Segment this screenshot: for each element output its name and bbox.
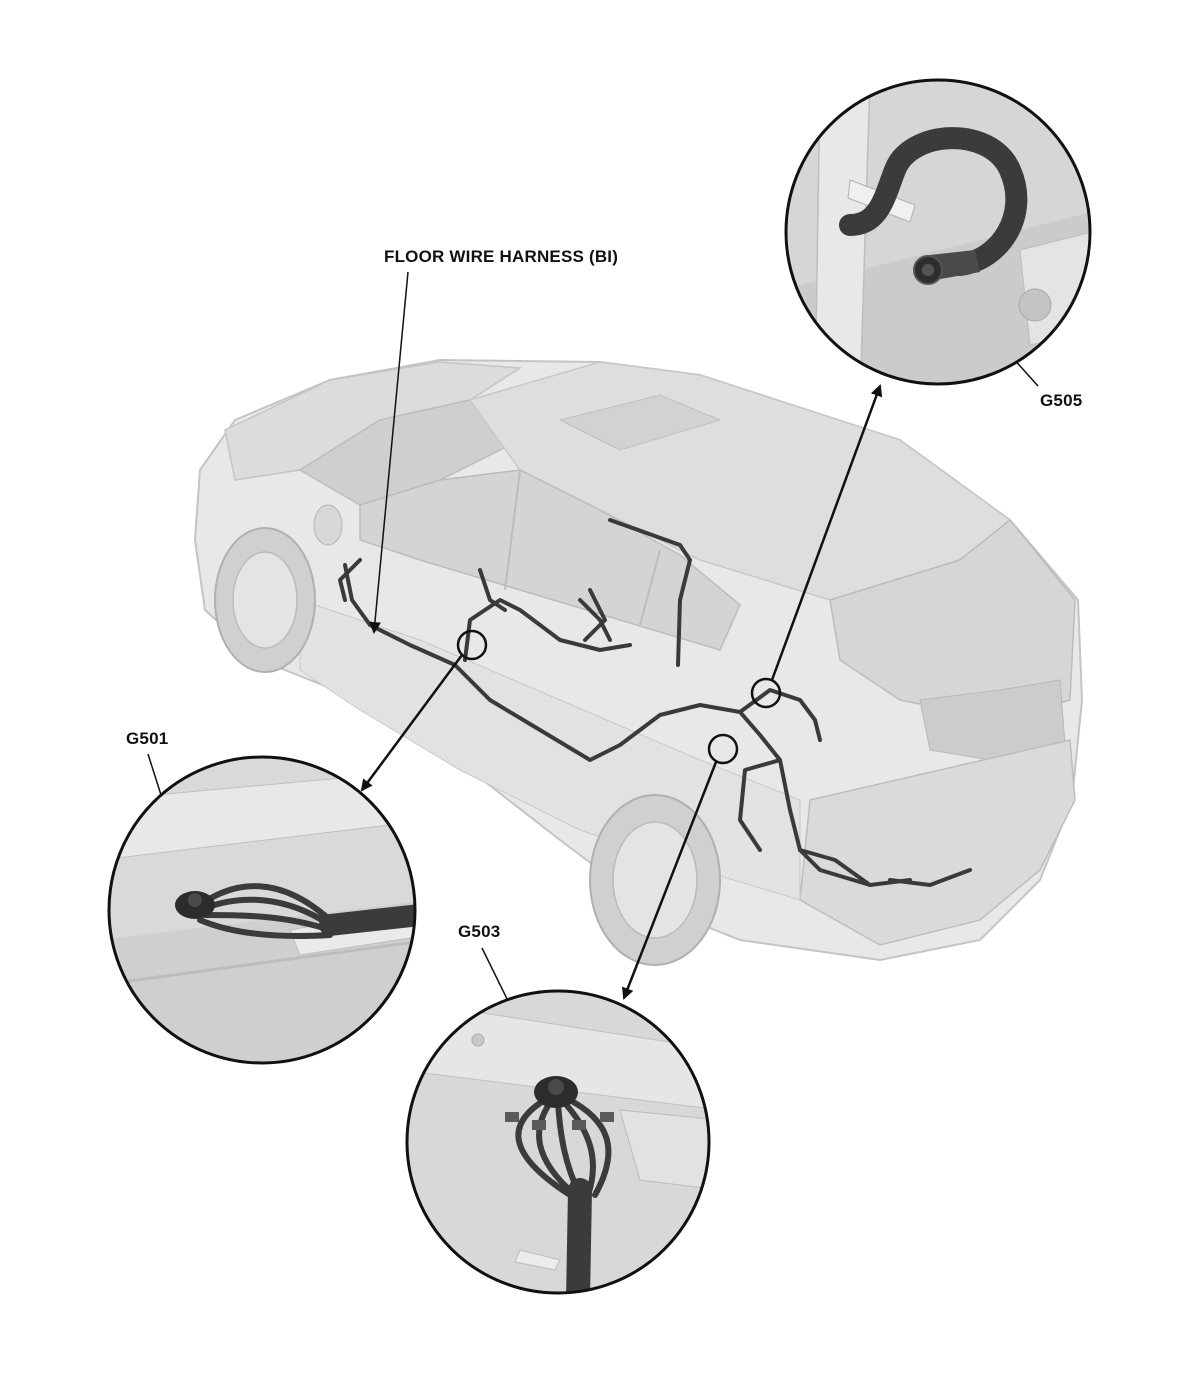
g501-location-marker [456, 629, 488, 661]
vehicle-illustration [193, 358, 1084, 966]
arrow-to-g501-detail [360, 654, 464, 792]
g505-location-marker [750, 677, 782, 709]
floor-wire-harness-drawing [338, 518, 972, 887]
harness-label-leader [368, 271, 409, 634]
g505-label: G505 [1040, 391, 1083, 410]
arrow-to-g503-detail [622, 761, 718, 1000]
g501-label: G501 [126, 729, 169, 748]
g503-location-marker [707, 733, 739, 765]
g503-detail-view [405, 989, 711, 1295]
g503-label: G503 [458, 922, 501, 941]
g501-detail-view [107, 755, 417, 1065]
harness-label: FLOOR WIRE HARNESS (BI) [384, 247, 619, 266]
leader-lines [360, 384, 883, 1000]
g505-detail-view [784, 78, 1092, 386]
arrow-to-g505-detail [770, 384, 883, 681]
